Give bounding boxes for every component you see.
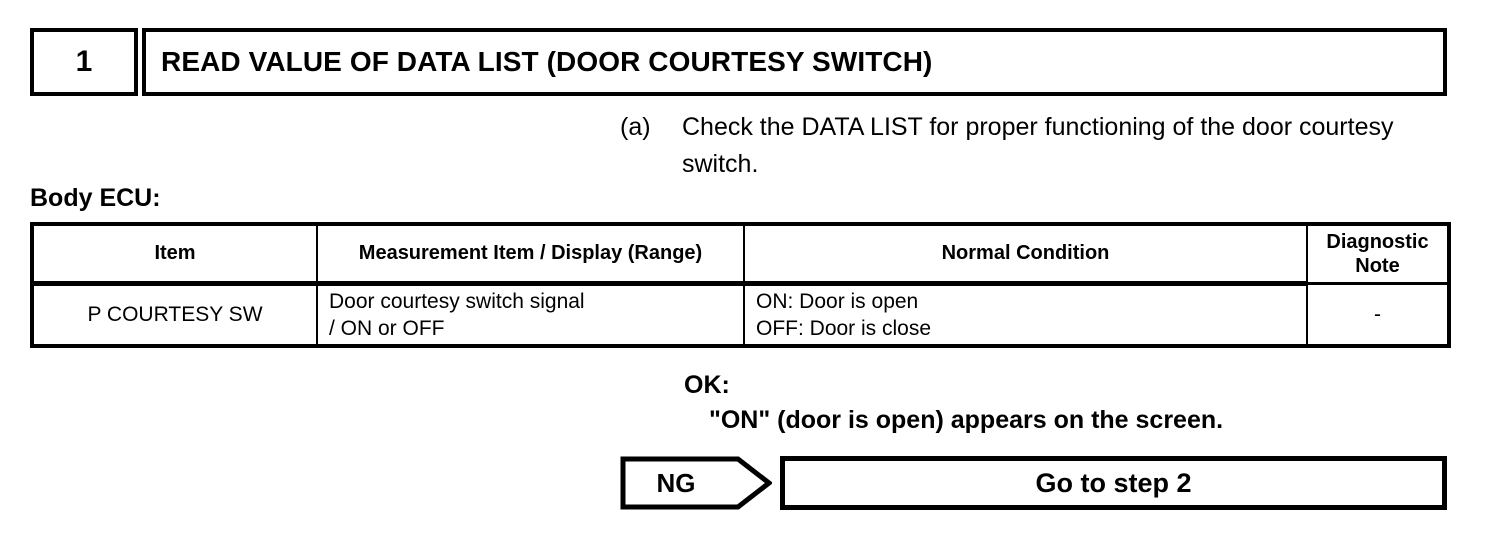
cell-measurement: Door courtesy switch signal / ON or OFF [316, 282, 745, 348]
column-header-diagnostic-note: Diagnostic Note [1306, 222, 1451, 285]
arrow-pentagon-icon [620, 456, 772, 510]
table-row: P COURTESY SW Door courtesy switch signa… [30, 282, 1451, 348]
instruction-text: Check the DATA LIST for proper functioni… [682, 113, 1394, 178]
step-number-box: 1 [30, 28, 138, 96]
instruction-block: (a) Check the DATA LIST for proper funct… [620, 109, 1450, 183]
cell-diagnostic-note: - [1306, 282, 1451, 348]
cell-measurement-line1: Door courtesy switch signal [329, 289, 585, 313]
ok-result-block: OK: "ON" (door is open) appears on the s… [684, 368, 1223, 438]
step-title-box: READ VALUE OF DATA LIST (DOOR COURTESY S… [142, 28, 1447, 96]
table-header: Item Measurement Item / Display (Range) … [30, 222, 1451, 286]
ng-action-box: Go to step 2 [780, 456, 1447, 510]
section-label: Body ECU: [30, 184, 161, 212]
ng-tag: NG [620, 456, 772, 510]
ng-action-label: Go to step 2 [1035, 467, 1192, 498]
instruction-marker: (a) [620, 113, 651, 141]
table-header-row: Item Measurement Item / Display (Range) … [30, 222, 1451, 286]
cell-normal-condition: ON: Door is open OFF: Door is close [743, 282, 1308, 348]
step-title: READ VALUE OF DATA LIST (DOOR COURTESY S… [161, 46, 933, 77]
cell-normal-condition-line2: OFF: Door is close [756, 316, 932, 340]
column-header-item: Item [30, 222, 318, 286]
ok-label: OK: [684, 371, 730, 399]
ok-result-text: "ON" (door is open) appears on the scree… [709, 406, 1224, 434]
cell-item: P COURTESY SW [30, 282, 318, 348]
table-body: P COURTESY SW Door courtesy switch signa… [30, 282, 1451, 348]
cell-normal-condition-line1: ON: Door is open [756, 289, 919, 313]
step-number: 1 [75, 45, 93, 78]
column-header-normal-condition: Normal Condition [743, 222, 1308, 286]
column-header-diagnostic-note-line1: Diagnostic [1326, 230, 1429, 253]
column-header-measurement: Measurement Item / Display (Range) [316, 222, 745, 286]
data-list-table: Item Measurement Item / Display (Range) … [30, 222, 1451, 348]
step-header: 1 READ VALUE OF DATA LIST (DOOR COURTESY… [30, 28, 1447, 96]
ng-flow-row: NG Go to step 2 [620, 456, 1447, 510]
ng-label: NG [656, 467, 696, 498]
column-header-diagnostic-note-line2: Note [1355, 254, 1400, 277]
cell-measurement-line2: / ON or OFF [329, 316, 445, 340]
